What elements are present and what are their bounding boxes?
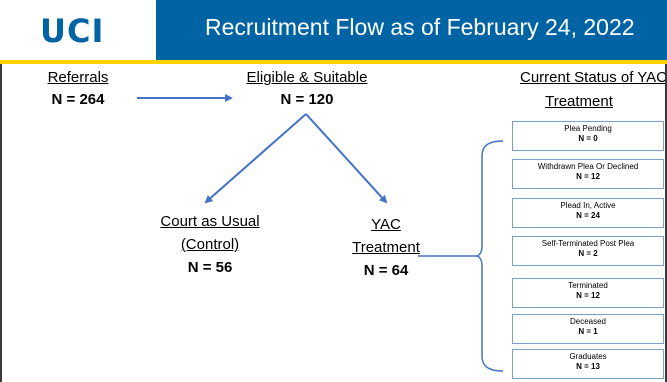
slide-title: Recruitment Flow as of February 24, 2022 (205, 14, 635, 40)
gold-divider (0, 60, 667, 64)
status-item-label: Deceased (569, 317, 607, 326)
eligible-count: N = 120 (280, 91, 334, 108)
treatment-label-line1: YAC (371, 216, 401, 233)
status-item-count: N = 24 (576, 211, 600, 220)
status-box-withdrawn: Withdrawn Plea Or Declined N = 12 (512, 159, 664, 189)
status-box-deceased: Deceased N = 1 (512, 314, 664, 344)
logo-area: UCI (0, 0, 156, 60)
status-heading-line2: Treatment (545, 93, 613, 110)
header-bar: UCI Recruitment Flow as of February 24, … (0, 0, 667, 60)
status-item-label: Self-Terminated Post Plea (541, 239, 635, 248)
status-item-count: N = 12 (576, 291, 600, 300)
status-item-label: Withdrawn Plea Or Declined (537, 162, 639, 171)
status-heading-line1: Current Status of YAC (519, 69, 667, 86)
status-item-count: N = 0 (578, 134, 598, 143)
arrow-eligible-to-control (204, 113, 307, 204)
control-label-line1: Court as Usual (160, 213, 260, 230)
status-item-count: N = 1 (578, 327, 598, 336)
treatment-label-line2: Treatment (352, 239, 420, 256)
status-box-plea-pending: Plea Pending N = 0 (512, 121, 664, 151)
status-item-label: Terminated (568, 281, 608, 290)
status-box-self-terminated: Self-Terminated Post Plea N = 2 (512, 236, 664, 266)
status-box-plead-in-active: Plead In, Active N = 24 (512, 198, 664, 228)
control-label-line2: (Control) (180, 236, 240, 253)
status-box-graduates: Graduates N = 13 (512, 349, 664, 379)
status-item-count: N = 12 (576, 172, 600, 181)
status-item-label: Plea Pending (564, 124, 612, 133)
control-count: N = 56 (187, 259, 233, 276)
treatment-count: N = 64 (363, 262, 409, 279)
eligible-label: Eligible & Suitable (246, 69, 368, 86)
status-brace (475, 140, 504, 372)
status-item-label: Plead In, Active (560, 201, 616, 210)
status-box-terminated: Terminated N = 12 (512, 278, 664, 308)
arrow-eligible-to-treatment (305, 113, 388, 204)
referrals-count: N = 264 (51, 91, 105, 108)
referrals-label: Referrals (47, 69, 109, 86)
status-item-count: N = 13 (576, 362, 600, 371)
status-item-count: N = 2 (578, 249, 598, 258)
status-item-label: Graduates (569, 352, 607, 361)
uci-logo: UCI (40, 12, 105, 50)
